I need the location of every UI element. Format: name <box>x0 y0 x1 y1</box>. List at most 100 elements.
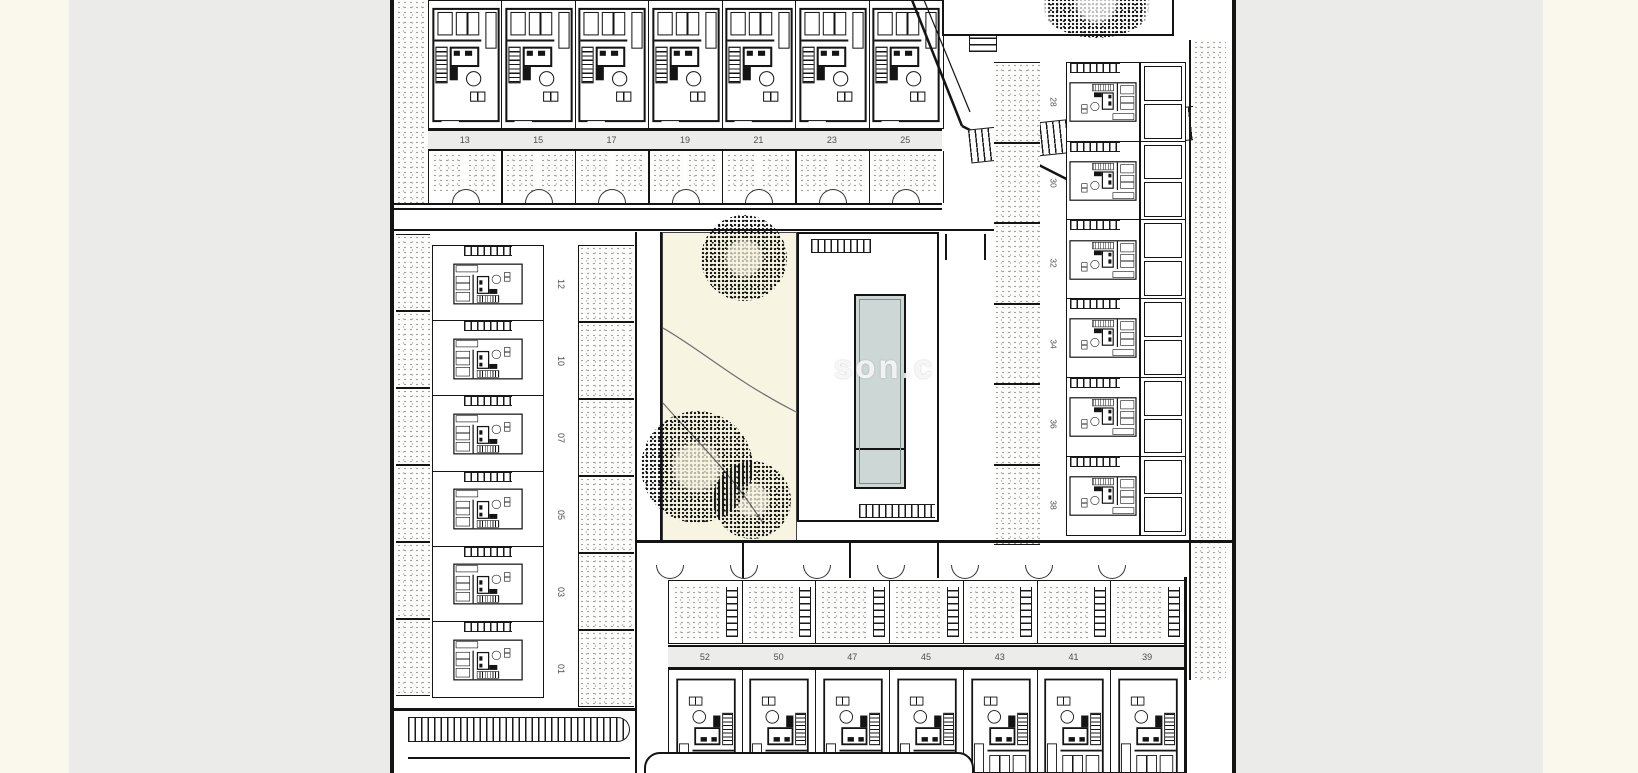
bathroom <box>476 350 490 369</box>
kitchen-block <box>742 66 752 80</box>
staircase-hatch <box>1069 377 1121 388</box>
closet <box>1112 271 1135 278</box>
right-parking-strip <box>994 62 1040 546</box>
staircase <box>1092 162 1114 171</box>
furniture-block <box>910 91 926 102</box>
unit-plan <box>868 0 944 129</box>
bed-furniture <box>1120 242 1135 252</box>
kitchen-block <box>489 438 498 444</box>
parking-segment <box>994 464 1040 545</box>
bedroom <box>1144 182 1182 218</box>
closet <box>631 11 644 49</box>
interior-wall <box>1060 749 1103 752</box>
furniture-block <box>1081 340 1088 350</box>
kitchen-block <box>1094 407 1102 413</box>
boundary-wall <box>408 757 630 759</box>
bed-furniture <box>1120 85 1135 95</box>
patio-surface <box>1115 585 1163 639</box>
patio <box>729 565 818 644</box>
table-icon <box>491 349 502 359</box>
parking-surface <box>431 153 465 191</box>
interior-wall <box>987 749 1029 752</box>
gate-swing-arc <box>818 189 847 203</box>
interior-wall <box>1134 749 1176 752</box>
unit-floorplan-glyph <box>1069 475 1137 516</box>
parking-surface <box>578 153 611 191</box>
bathroom <box>669 46 700 67</box>
furniture-block <box>504 572 511 582</box>
furniture-block <box>1081 498 1088 508</box>
unit-number-label: 50 <box>773 652 784 662</box>
staircase-hatch <box>463 622 513 633</box>
bathroom <box>1101 407 1114 425</box>
terrace-segment <box>578 630 634 707</box>
unit-floorplan-glyph <box>453 338 523 380</box>
road-edge-line <box>637 540 1232 543</box>
staircase <box>721 712 733 746</box>
unit-plan <box>1066 455 1140 537</box>
kitchen-block <box>860 715 868 728</box>
unit-number-label: 43 <box>994 652 1005 662</box>
unit-floorplan-glyph <box>453 413 523 455</box>
bed-furniture <box>804 11 820 35</box>
table-icon <box>491 424 502 434</box>
kitchen-block <box>449 66 458 80</box>
bed-furniture <box>455 592 471 602</box>
bathroom <box>841 727 868 746</box>
kitchen-block <box>816 66 825 80</box>
unit-plan <box>962 669 1039 773</box>
interior-wall <box>472 424 474 454</box>
parking-segment <box>994 303 1040 384</box>
bathroom <box>742 46 773 67</box>
bed-furniture <box>510 11 526 35</box>
table-icon <box>612 70 628 86</box>
closet <box>1121 743 1131 772</box>
furniture-block <box>504 346 511 357</box>
gate-swing-arc <box>745 189 774 203</box>
parking-bay <box>574 151 650 203</box>
closet <box>455 490 479 498</box>
bedroom-wing <box>1140 298 1186 379</box>
unit-floorplan-glyph <box>1069 318 1137 359</box>
parking-surface <box>725 153 758 191</box>
bathroom <box>449 46 479 67</box>
terrace-segment <box>578 322 634 399</box>
road-edge-line <box>1189 40 1191 680</box>
unit-floorplan-glyph <box>453 263 523 304</box>
gate-swing-arc <box>877 565 906 579</box>
interior-wall <box>472 274 474 303</box>
interior-wall <box>1116 398 1118 427</box>
staircase-hatch <box>1069 141 1121 152</box>
furniture-block <box>504 422 511 432</box>
furniture-block <box>543 91 559 102</box>
furniture-block <box>688 696 703 706</box>
staircase-hatch <box>1094 587 1107 637</box>
wall-stub <box>945 234 947 260</box>
door-opening <box>514 120 532 124</box>
closet <box>778 11 790 49</box>
closet <box>852 11 864 49</box>
staircase <box>795 712 807 746</box>
parking-surface <box>872 153 905 191</box>
staircase <box>476 369 500 378</box>
bathroom <box>476 576 490 595</box>
bed-furniture <box>877 11 893 35</box>
bed-furniture <box>1012 755 1026 772</box>
furniture-block <box>983 696 998 706</box>
gate-swing-arc <box>729 565 758 579</box>
interior-wall <box>1116 477 1118 505</box>
unit-number-label: 01 <box>555 663 566 674</box>
bed-furniture <box>1120 164 1135 174</box>
common-area-outline <box>644 752 974 773</box>
bed-furniture <box>1159 755 1174 772</box>
closet <box>1112 349 1135 357</box>
tree <box>713 461 791 539</box>
bedroom <box>1144 459 1182 495</box>
gate-swing-arc <box>803 565 832 579</box>
staircase-hatch <box>1069 220 1121 231</box>
staircase <box>1092 84 1114 92</box>
bed-furniture <box>1120 321 1135 331</box>
interior-wall <box>472 575 474 604</box>
